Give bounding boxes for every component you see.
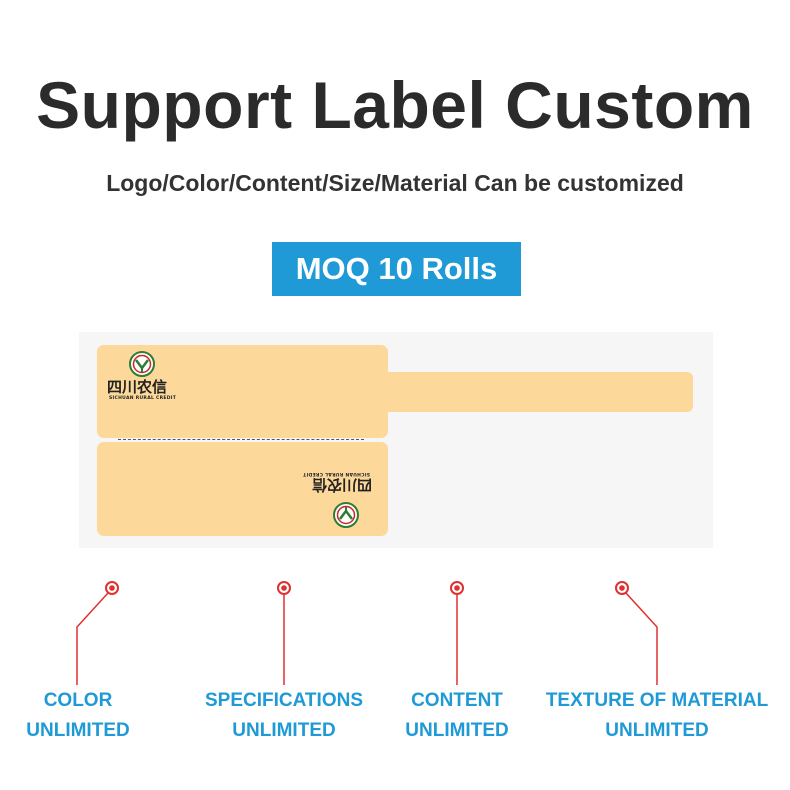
feature-content: CONTENT UNLIMITED [387, 686, 527, 746]
brand-name-cn: 四川农信 [107, 378, 167, 396]
brand-logo-icon [129, 351, 155, 377]
brand-name-cn-rotated: 四川农信 [312, 476, 372, 494]
label-bottom-text-layer: 四川农信 SICHUAN RURAL CREDIT [302, 471, 372, 528]
page-subtitle: Logo/Color/Content/Size/Material Can be … [106, 170, 684, 196]
feature-specifications-value: UNLIMITED [232, 720, 336, 741]
moq-badge: MOQ 10 Rolls [272, 242, 521, 296]
perforation-line [118, 439, 364, 440]
feature-texture-title: TEXTURE OF MATERIAL [545, 690, 769, 711]
feature-specifications-title: SPECIFICATIONS [205, 690, 363, 711]
feature-content-title: CONTENT [411, 690, 503, 711]
brand-name-en-rotated: SICHUAN RURAL CREDIT [302, 471, 370, 477]
label-top-text-layer: 四川农信 SICHUAN RURAL CREDIT [107, 378, 177, 401]
marker-specifications-icon [277, 581, 291, 685]
marker-color-icon [76, 581, 119, 685]
feature-content-value: UNLIMITED [405, 720, 509, 741]
brand-logo-icon-rotated [333, 502, 359, 528]
feature-specifications: SPECIFICATIONS UNLIMITED [194, 686, 374, 746]
feature-texture-value: UNLIMITED [605, 720, 709, 741]
brand-name-en: SICHUAN RURAL CREDIT [109, 395, 177, 401]
marker-content-icon [450, 581, 464, 685]
label-tail-strip [378, 372, 693, 412]
feature-color-title: COLOR [43, 690, 113, 711]
feature-color-value: UNLIMITED [26, 720, 130, 741]
marker-texture-icon [615, 581, 658, 685]
feature-color: COLOR UNLIMITED [8, 686, 148, 746]
feature-texture: TEXTURE OF MATERIAL UNLIMITED [542, 686, 772, 746]
page-title: Support Label Custom [36, 68, 754, 142]
